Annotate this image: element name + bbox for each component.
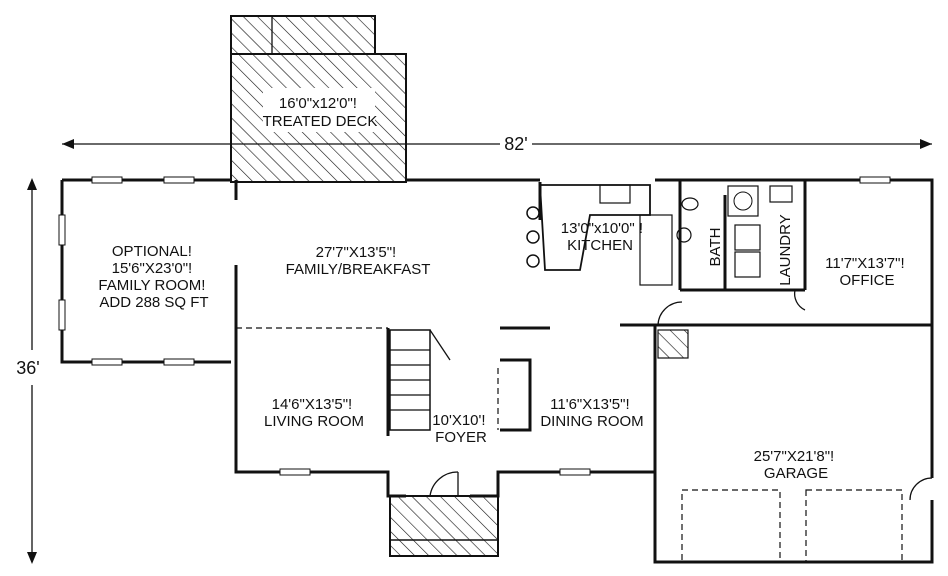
living-room-label: 14'6"X13'5"! LIVING ROOM xyxy=(264,396,364,430)
laundry-fixtures xyxy=(727,185,793,278)
stairs xyxy=(389,329,451,431)
windows xyxy=(58,176,891,476)
garage-doors xyxy=(681,489,903,563)
optional-room-label: OPTIONAL! 15'6"X23'0"! FAMILY ROOM! ADD … xyxy=(98,243,209,311)
family-breakfast-label: 27'7"X13'5"! FAMILY/BREAKFAST xyxy=(286,244,431,278)
width-dimension-label: 82' xyxy=(504,134,527,154)
kitchen-label: 13'0"x10'0" ! KITCHEN xyxy=(561,220,647,254)
office-label: 11'7"X13'7"! OFFICE xyxy=(825,255,909,289)
door-swings xyxy=(429,289,933,501)
kitchen-island xyxy=(526,184,673,286)
garage-steps xyxy=(657,329,689,359)
bath-fixtures xyxy=(676,197,699,243)
interior-walls xyxy=(236,180,807,436)
laundry-label: LAUNDRY xyxy=(777,214,794,285)
room-labels: 16'0"x12'0"! TREATED DECK OPTIONAL! 15'6… xyxy=(98,95,909,482)
bath-label: BATH xyxy=(707,228,724,267)
foyer-label: 10'X10'! FOYER xyxy=(432,412,489,446)
width-dimension: 82' xyxy=(62,134,932,154)
depth-dimension: 36' xyxy=(16,178,40,564)
depth-dimension-label: 36' xyxy=(16,358,39,378)
deck-label: 16'0"x12'0"! TREATED DECK xyxy=(263,95,378,130)
front-porch xyxy=(389,495,499,557)
dining-room-label: 11'6"X13'5"! DINING ROOM xyxy=(540,396,643,430)
garage-label: 25'7"X21'8"! GARAGE xyxy=(754,448,839,482)
treated-deck xyxy=(230,15,407,183)
